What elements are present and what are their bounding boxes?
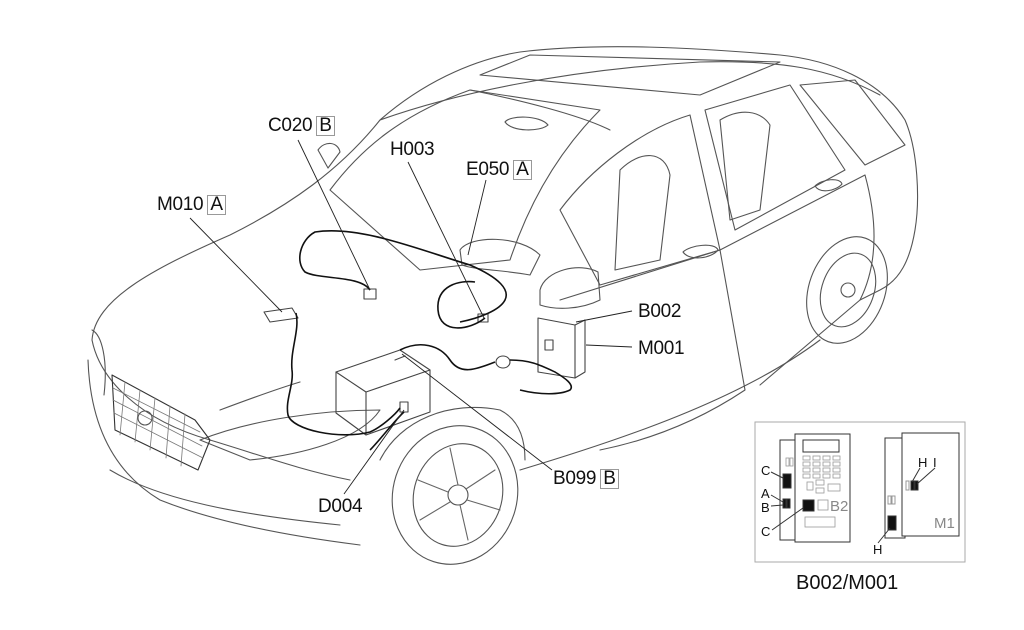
front-door [559, 249, 746, 451]
harness-wire-top [299, 230, 507, 323]
leader-d004 [343, 409, 405, 495]
connector-badge: B [316, 116, 335, 136]
inset-panel-b2: B2 [830, 498, 849, 515]
grille-mesh [112, 381, 204, 467]
inset-pin-h-top: H [918, 455, 928, 470]
car-body-outline [91, 46, 919, 341]
bumper-lower [109, 469, 341, 526]
grille [111, 374, 211, 471]
inset-pin-c-bottom: C [761, 524, 771, 539]
harness-wire-battery [399, 344, 496, 371]
front-wheel-tyre [391, 425, 519, 565]
front-seat [614, 155, 671, 271]
front-wheel-spokes [417, 447, 501, 541]
inset-m1 [877, 432, 960, 544]
side-mirror-left [317, 142, 341, 169]
inset-fuse-grid [785, 455, 841, 528]
door-handle-rear [814, 179, 843, 192]
inset-pin-i: I [933, 455, 937, 470]
label-code: M010 [157, 194, 204, 215]
rear-wheel-rim [819, 252, 877, 328]
leader-h003 [407, 161, 485, 319]
module-m010 [263, 307, 299, 323]
front-window [559, 114, 721, 286]
leader-m001 [585, 344, 633, 348]
sunroof [479, 54, 781, 96]
inset-panel-m1: M1 [934, 515, 955, 532]
harness-wire-d004 [369, 411, 405, 451]
leader-c020 [297, 139, 371, 291]
wiring-harness [286, 230, 573, 451]
leader-m010 [189, 217, 283, 313]
rear-wheel-tyre [806, 236, 888, 344]
harness-wire-main [286, 312, 401, 436]
label-code: M001 [638, 338, 685, 359]
harness-wire-ecu [509, 359, 573, 395]
door-handle-front [682, 244, 719, 259]
headlight-left [91, 329, 106, 396]
grille-badge [137, 410, 153, 426]
grommet [495, 355, 511, 369]
headlight-right [199, 409, 381, 461]
front-bumper [87, 359, 361, 546]
side-mirror-right [539, 267, 601, 309]
inset-b2 [770, 433, 851, 543]
rear-door [719, 174, 875, 386]
sill [519, 339, 821, 471]
front-wheel-hub [447, 484, 469, 506]
inset-pin-b: B [761, 500, 770, 515]
label-h003: H003 [390, 139, 435, 160]
inset-pin-c-top: C [761, 463, 771, 478]
battery [335, 349, 431, 436]
connector-c020 [363, 288, 377, 300]
leader-b099 [401, 353, 553, 471]
instrument-cluster [459, 238, 541, 276]
leader-e050 [467, 179, 487, 256]
label-m001: M001 [638, 338, 685, 359]
label-code: B099 [553, 468, 597, 489]
inset-pin-h-bottom: H [873, 542, 883, 557]
rear-window [704, 84, 846, 231]
windscreen [329, 89, 601, 271]
label-code: C020 [268, 115, 313, 136]
rear-wheel-hub [840, 282, 856, 298]
leader-b002 [575, 310, 633, 323]
rear-view-mirror [504, 116, 549, 131]
label-b002: B002 [638, 302, 681, 321]
label-code: D004 [318, 496, 363, 517]
harness-wire-loop [437, 280, 486, 329]
rear-seat [719, 111, 771, 221]
connector-badge: A [513, 160, 532, 180]
leader-lines [189, 139, 633, 495]
front-wheel-arch [379, 406, 526, 461]
connector-badge: A [207, 195, 226, 215]
control-unit [537, 317, 586, 379]
rear-quarter-window [799, 79, 906, 166]
hood-crease [219, 381, 301, 411]
front-wheel-rim [412, 443, 504, 547]
a-pillar [469, 89, 611, 131]
label-d004: D004 [318, 496, 363, 517]
label-code: H003 [390, 139, 435, 160]
label-code: E050 [466, 159, 510, 180]
inset-title: B002/M001 [796, 572, 899, 594]
inset-pin-a: A [761, 486, 770, 501]
connector-badge: B [600, 469, 619, 489]
label-code: B002 [638, 301, 682, 322]
